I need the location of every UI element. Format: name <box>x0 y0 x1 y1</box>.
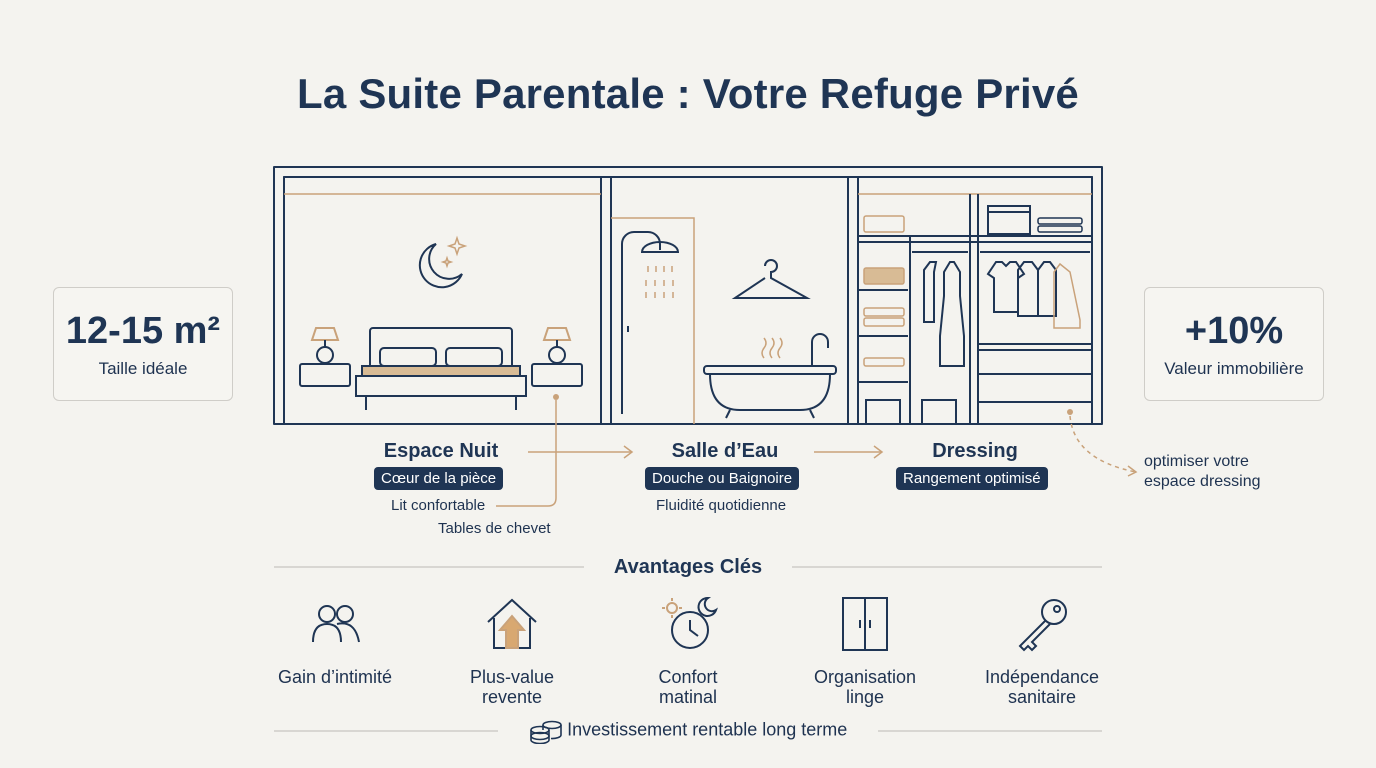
stat-label-size: Taille idéale <box>98 359 188 378</box>
zone-pill-bathroom: Douche ou Baignoire <box>645 467 800 490</box>
zone-title-dressing: Dressing <box>932 440 1018 462</box>
hanger-icon <box>731 259 811 299</box>
stat-value-property: +10% <box>1184 310 1284 352</box>
zone-title-bathroom: Salle d’Eau <box>671 440 779 462</box>
zone-title-night: Espace Nuit <box>383 440 499 462</box>
zone-pill-night: Cœur de la pièce <box>374 467 504 490</box>
advantage-label: Organisation linge <box>813 667 917 707</box>
dressing-shelves <box>858 194 1092 425</box>
nightstand-left <box>299 327 351 387</box>
shower-icon <box>621 231 680 414</box>
stat-value-size: 12-15 m² <box>65 310 221 352</box>
advantage-label: Gain d’intimité <box>277 667 393 687</box>
side-note: optimiser votre espace dressing <box>1144 453 1261 490</box>
advantage-privacy: Gain d’intimité <box>255 594 415 687</box>
advantage-label: Confort matinal <box>658 667 718 707</box>
page-title: La Suite Parentale : Votre Refuge Privé <box>297 70 1079 117</box>
moon-icon <box>418 243 463 289</box>
zone-note-nightstands: Tables de chevet <box>438 520 551 537</box>
stat-card-value: +10% Valeur immobilière <box>1144 287 1324 401</box>
coins-icon <box>529 720 562 745</box>
bathtub-icon <box>703 333 837 419</box>
advantage-label: Plus-value revente <box>469 667 555 707</box>
zone-note-bed: Lit confortable <box>391 497 486 514</box>
people-icon <box>312 605 360 643</box>
star-icon <box>440 235 468 269</box>
zone-note-bathroom: Fluidité quotidienne <box>656 497 787 514</box>
advantages-title: Avantages Clés <box>613 556 763 578</box>
nightstand-right <box>531 327 583 387</box>
key-icon <box>1018 599 1067 652</box>
house-arrow-icon <box>487 598 537 649</box>
clock-sun-moon-icon <box>662 596 718 649</box>
advantage-organisation: Organisation linge <box>785 594 945 707</box>
footer: Investissement rentable long terme <box>498 716 878 746</box>
stat-label-property: Valeur immobilière <box>1164 359 1304 378</box>
zone-pill-dressing: Rangement optimisé <box>896 467 1048 490</box>
advantage-resale: Plus-value revente <box>432 594 592 707</box>
bed-icon <box>355 327 527 410</box>
stat-card-size: 12-15 m² Taille idéale <box>53 287 233 401</box>
wardrobe-icon <box>842 597 888 651</box>
advantage-label: Indépendance sanitaire <box>984 667 1100 707</box>
advantage-morning: Confort matinal <box>608 594 768 707</box>
advantage-independence: Indépendance sanitaire <box>962 594 1122 707</box>
footer-text: Investissement rentable long terme <box>567 719 848 740</box>
